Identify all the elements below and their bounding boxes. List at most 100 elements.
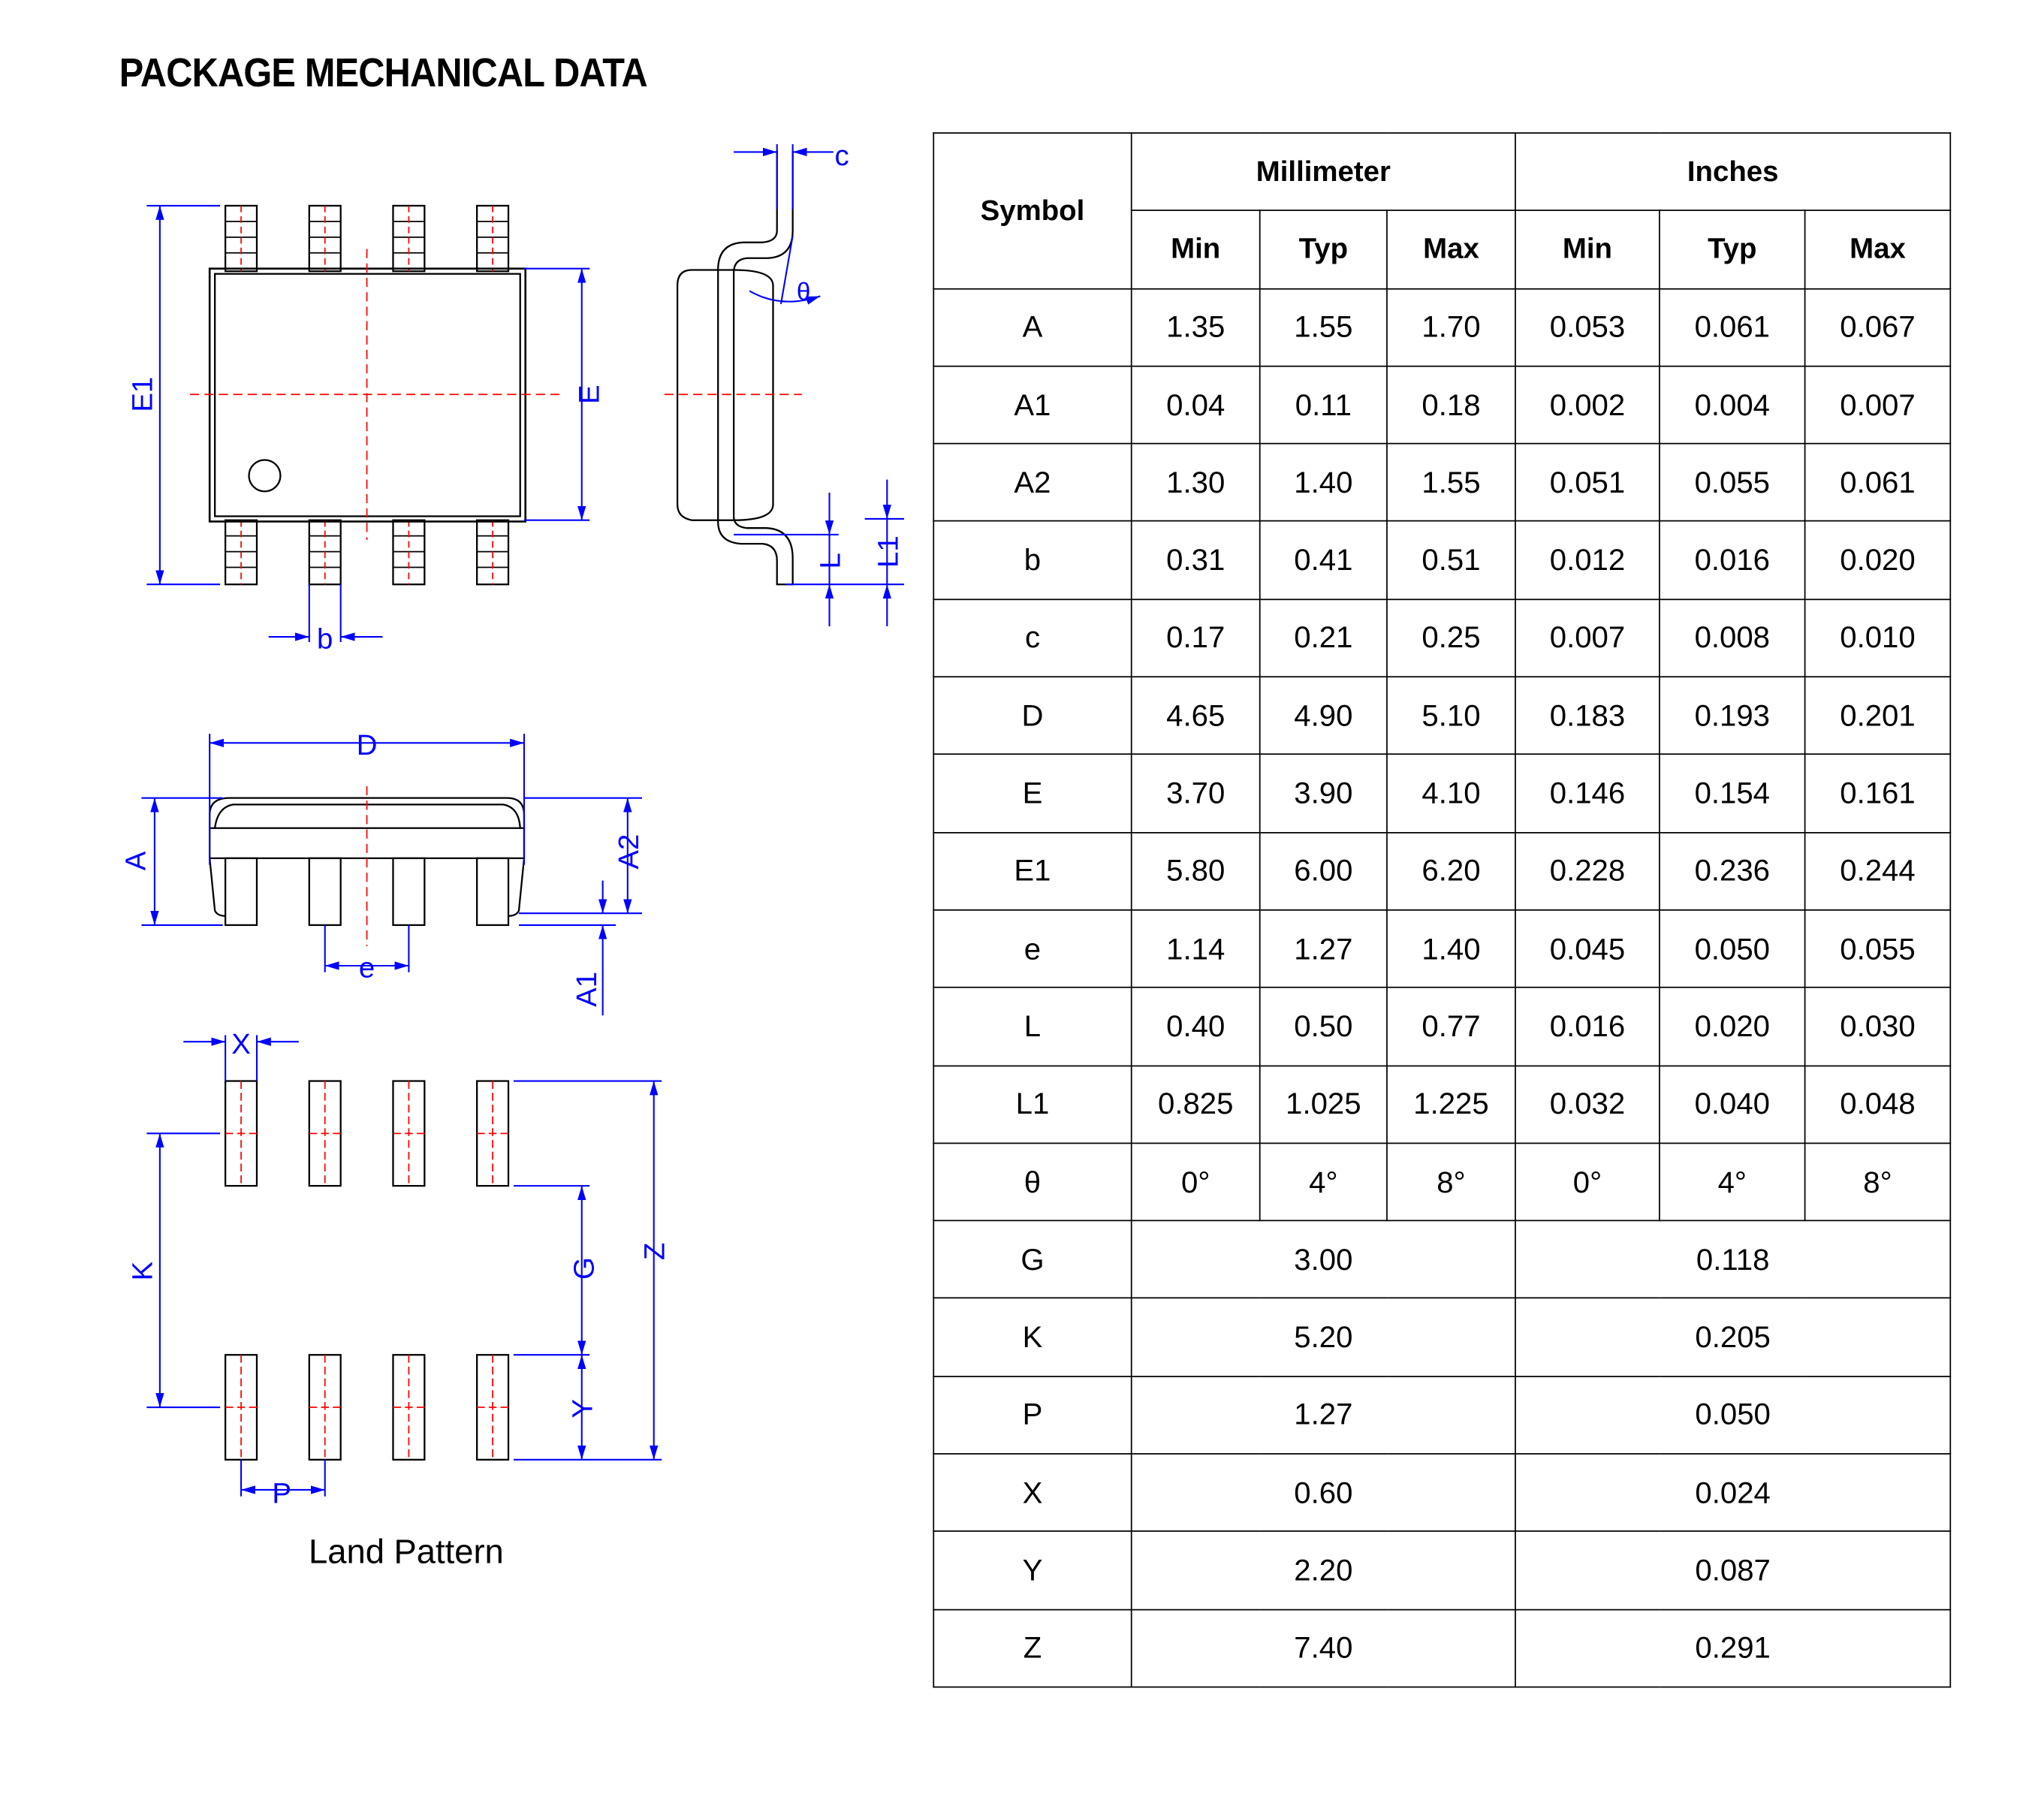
cell-symbol: c <box>933 599 1132 678</box>
page-title: PACKAGE MECHANICAL DATA <box>119 50 648 96</box>
cell-symbol: e <box>933 909 1132 989</box>
dim-label-L1: L1 <box>872 535 904 568</box>
cell-value: 8° <box>1804 1142 1952 1222</box>
subheader-mm-max: Max <box>1386 210 1516 289</box>
pin <box>224 204 258 273</box>
dim-label-A1: A1 <box>571 972 603 1007</box>
cell-value: 3.00 <box>1130 1220 1516 1299</box>
land-pad <box>392 1354 426 1461</box>
dim-label-G: G <box>568 1257 600 1280</box>
cell-value: 0.012 <box>1515 520 1660 600</box>
pin <box>392 857 426 927</box>
header-inches: Inches <box>1515 132 1952 212</box>
dim-label-theta: θ <box>797 279 810 306</box>
top-view <box>190 204 564 586</box>
cell-value: 0.201 <box>1804 676 1952 755</box>
cell-value: 0.002 <box>1515 365 1660 445</box>
cell-value: 0.146 <box>1515 753 1660 834</box>
cell-value: 0.21 <box>1259 599 1388 678</box>
cell-value: 1.35 <box>1130 288 1261 367</box>
dim-label-E: E <box>573 384 605 404</box>
cell-value: 0.024 <box>1515 1453 1952 1533</box>
dim-label-X: X <box>231 1028 251 1060</box>
dim-label-D: D <box>357 729 378 761</box>
cell-symbol: P <box>933 1375 1132 1455</box>
cell-value: 1.27 <box>1130 1375 1516 1455</box>
dim-label-L: L <box>814 553 846 568</box>
cell-value: 0.010 <box>1804 599 1952 678</box>
cell-value: 0° <box>1130 1142 1261 1222</box>
cell-value: 0.291 <box>1515 1609 1952 1688</box>
dim-label-P: P <box>272 1477 291 1509</box>
cell-value: 0.41 <box>1259 520 1388 600</box>
cell-value: 8° <box>1386 1142 1516 1222</box>
land-pad <box>224 1354 258 1461</box>
subheader-in-max: Max <box>1804 210 1952 289</box>
cell-symbol: A <box>933 288 1132 367</box>
pin1-marker-icon <box>248 459 282 493</box>
cell-symbol: E1 <box>933 831 1132 911</box>
cell-value: 0.016 <box>1659 520 1806 600</box>
cell-value: 1.225 <box>1386 1064 1516 1144</box>
land-pattern <box>224 1080 510 1461</box>
dim-label-b: b <box>317 623 333 656</box>
dim-label-E1: E1 <box>126 377 158 412</box>
cell-value: 0.055 <box>1659 443 1806 523</box>
cell-value: 0.050 <box>1515 1375 1952 1455</box>
side-view <box>664 150 802 586</box>
dim-label-Z: Z <box>639 1243 671 1260</box>
cell-value: 5.20 <box>1130 1298 1516 1377</box>
land-pad <box>476 1354 510 1461</box>
cell-value: 0.77 <box>1386 987 1516 1066</box>
cell-value: 0.032 <box>1515 1064 1660 1144</box>
pin <box>308 519 342 586</box>
cell-value: 0.016 <box>1515 987 1660 1066</box>
cell-value: 0.31 <box>1130 520 1261 600</box>
cell-value: 0.055 <box>1804 909 1952 989</box>
cell-symbol: b <box>933 520 1132 600</box>
pin <box>308 204 342 273</box>
pin <box>476 857 510 927</box>
cell-value: 1.30 <box>1130 443 1261 523</box>
cell-value: 5.80 <box>1130 831 1261 911</box>
land-pad <box>392 1080 426 1187</box>
package-drawing: E1 E b c θ L L1 <box>120 140 905 1571</box>
cell-value: 7.40 <box>1130 1609 1516 1688</box>
pin <box>308 857 342 927</box>
pin <box>392 204 426 273</box>
land-pad <box>308 1354 342 1461</box>
cell-value: 0.161 <box>1804 753 1952 834</box>
cell-value: 0.51 <box>1386 520 1516 600</box>
cell-value: 4.90 <box>1259 676 1388 755</box>
side-view-dimensions <box>734 143 904 627</box>
cell-value: 0.004 <box>1659 365 1806 445</box>
cell-value: 0.048 <box>1804 1064 1952 1144</box>
subheader-mm-min: Min <box>1130 210 1261 289</box>
cell-value: 1.27 <box>1259 909 1388 989</box>
cell-value: 0.030 <box>1804 987 1952 1066</box>
cell-symbol: Z <box>933 1609 1132 1688</box>
cell-value: 6.00 <box>1259 831 1388 911</box>
cell-symbol: G <box>933 1220 1132 1299</box>
cell-value: 0.193 <box>1659 676 1806 755</box>
cell-value: 0.154 <box>1659 753 1806 834</box>
cell-symbol: L <box>933 987 1132 1066</box>
top-view-dimensions <box>146 204 590 643</box>
cell-value: 0.18 <box>1386 365 1516 445</box>
cell-value: 1.40 <box>1259 443 1388 523</box>
cell-value: 0.183 <box>1515 676 1660 755</box>
cell-symbol: θ <box>933 1142 1132 1222</box>
land-pattern-dimensions <box>146 1035 662 1497</box>
